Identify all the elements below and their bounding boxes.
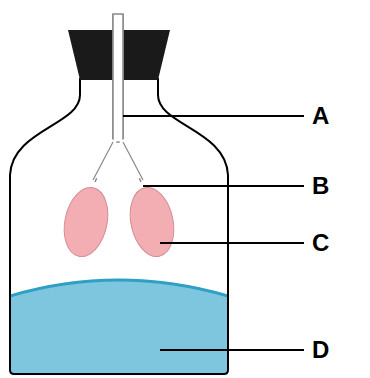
part-label: B <box>312 174 329 198</box>
bronchus-outline <box>93 142 143 180</box>
tube-outline <box>95 14 141 182</box>
leader-line <box>160 349 304 351</box>
part-label: A <box>312 104 329 128</box>
leader-line <box>160 242 304 244</box>
lung <box>58 183 114 260</box>
part-label: D <box>312 338 329 362</box>
part-label: C <box>312 231 329 255</box>
leader-line <box>143 185 304 187</box>
trachea <box>113 14 123 142</box>
lung <box>124 183 180 260</box>
diaphragm-edge <box>10 280 228 296</box>
diaphragm <box>8 279 232 378</box>
leader-line <box>123 115 304 117</box>
